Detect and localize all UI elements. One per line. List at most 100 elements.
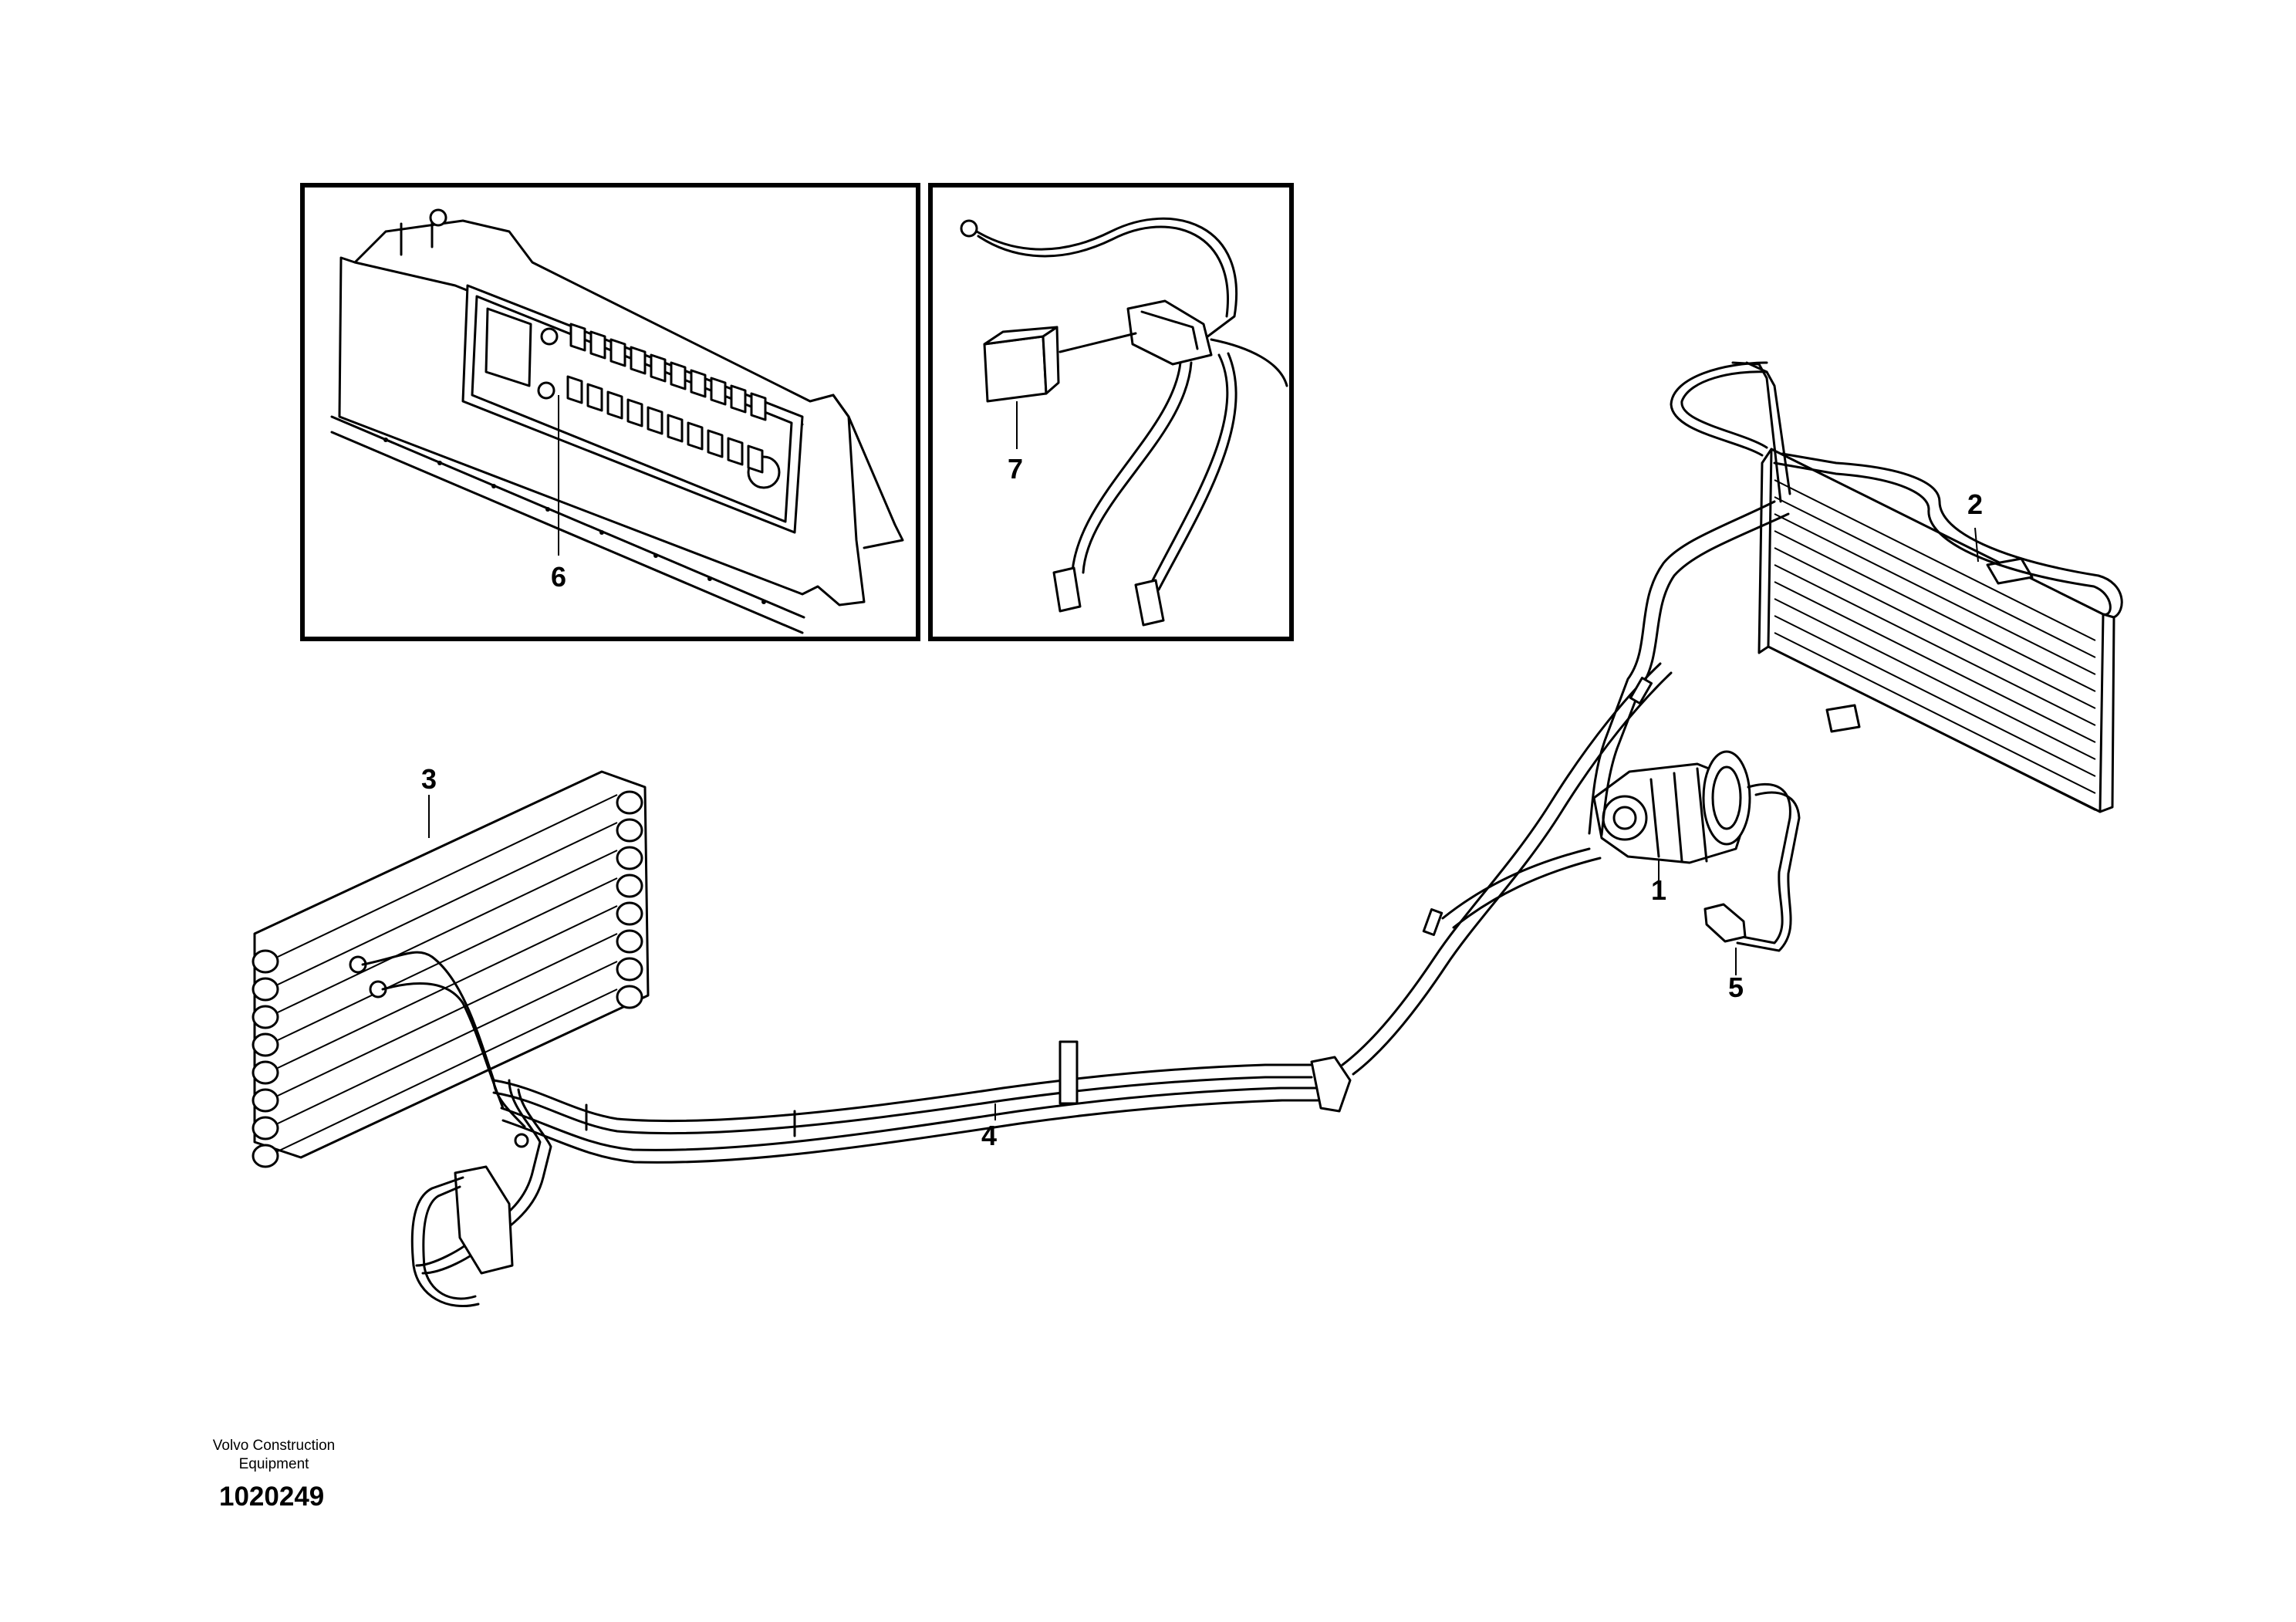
- rocker-switch: [707, 429, 724, 458]
- evaporator-tube: [277, 933, 618, 1097]
- rocker-switch: [667, 414, 684, 443]
- callout-4: 4: [981, 1120, 998, 1151]
- harness-wire-left: [1071, 361, 1182, 573]
- connector-plug-right: [1134, 579, 1165, 627]
- rivet: [599, 530, 604, 535]
- condenser-pipe-loop: [1680, 370, 1768, 449]
- document-number: 1020249: [219, 1482, 325, 1512]
- clutch-wire: [1733, 782, 1791, 944]
- main-hose-line: [492, 1040, 1352, 1164]
- switch-panel: [383, 284, 804, 604]
- rocker-switch: [626, 398, 643, 427]
- brand-line-1: Volvo Construction: [212, 1438, 336, 1454]
- rocker-switch: [747, 444, 764, 474]
- evaporator-assembly: [252, 770, 650, 1308]
- rivet: [761, 600, 766, 604]
- callout-2: 2: [1967, 488, 1984, 520]
- compressor-assembly: [1592, 750, 1801, 975]
- receiver-drier: [454, 1165, 514, 1275]
- evaporator-tube: [277, 822, 618, 985]
- callout-3: 3: [421, 763, 437, 795]
- condenser-core: [1767, 448, 2105, 813]
- condenser-fin: [1774, 564, 2096, 726]
- harness-wire-right: [1148, 353, 1229, 588]
- rocker-switch: [586, 383, 603, 412]
- condenser-fin: [1774, 479, 2096, 641]
- tube-bend-icon: [616, 957, 643, 982]
- tube-bend-icon: [616, 818, 643, 843]
- rivet: [491, 484, 496, 488]
- hose-union: [1310, 1056, 1352, 1113]
- rocker-switch: [690, 369, 707, 398]
- condenser-assembly: [1670, 361, 2123, 813]
- callout-7: 7: [1008, 453, 1024, 485]
- condenser-fin: [1774, 547, 2096, 709]
- evaporator-tubes: [252, 790, 643, 1168]
- rivet: [707, 576, 712, 581]
- ground-wire: [975, 217, 1237, 341]
- indicator-icon: [540, 327, 559, 346]
- inset-relay-harness: [928, 183, 1294, 641]
- callout-5: 5: [1728, 972, 1744, 1003]
- rocker-switch: [566, 375, 583, 404]
- compressor-pulley: [1702, 750, 1751, 846]
- rocker-switch: [650, 353, 667, 383]
- connector-plug-left: [1052, 566, 1082, 613]
- hose-clip-upper: [1629, 677, 1653, 705]
- switch-6-indicator-icon: [537, 381, 555, 400]
- relay-socket: [1126, 299, 1213, 366]
- rocker-switch: [609, 338, 626, 367]
- brand-line-2: Equipment: [238, 1456, 309, 1472]
- tube-bend-icon: [252, 977, 279, 1002]
- tube-bend-icon: [252, 1032, 279, 1057]
- ring-terminal-icon: [960, 219, 978, 238]
- rocker-switch: [710, 377, 727, 406]
- tube-bend-icon: [252, 949, 279, 974]
- evaporator-tube: [277, 877, 618, 1041]
- evaporator-tube: [277, 961, 618, 1124]
- tube-bend-icon: [616, 846, 643, 870]
- relay-leader: [1059, 332, 1137, 353]
- rocker-switch: [589, 330, 606, 360]
- rocker-switch: [606, 390, 623, 420]
- callout-1: 1: [1651, 874, 1667, 906]
- rocker-switch: [730, 384, 747, 414]
- hose-clip-mid: [1422, 908, 1443, 936]
- rivet: [653, 553, 658, 558]
- refrigerant-lines-upper: [1341, 500, 1790, 1076]
- condenser-fin: [1774, 530, 2096, 692]
- callout-6: 6: [551, 561, 567, 593]
- console-knob-icon: [429, 208, 447, 227]
- rocker-switch: [750, 392, 767, 421]
- switch-row-lower: [566, 375, 764, 474]
- rocker-switch: [630, 346, 647, 375]
- tube-bend-icon: [252, 1005, 279, 1029]
- rocker-switch: [670, 361, 687, 390]
- tube-bend-icon: [252, 1060, 279, 1085]
- condenser-bracket-bottom: [1825, 704, 1861, 733]
- evaporator-core: [253, 770, 650, 1159]
- condenser-fin: [1774, 598, 2096, 760]
- brand-caption: Volvo Construction Equipment: [162, 1437, 386, 1474]
- condenser-fin: [1774, 513, 2096, 675]
- evaporator-tube: [277, 988, 618, 1152]
- rocker-switch: [727, 437, 744, 466]
- condenser-fin: [1774, 615, 2096, 777]
- condenser-fin: [1774, 632, 2096, 794]
- evaporator-tube: [277, 905, 618, 1069]
- evaporator-tube: [277, 850, 618, 1013]
- condenser-fin: [1774, 581, 2096, 743]
- hose-clamp: [1059, 1040, 1079, 1105]
- switch-row-upper: [569, 323, 767, 421]
- rivet: [437, 461, 442, 465]
- inset-control-panel: [300, 183, 920, 641]
- panel-display: [485, 307, 532, 387]
- tube-bend-icon: [616, 929, 643, 954]
- rail-rivets: [383, 438, 766, 604]
- tube-bend-icon: [616, 901, 643, 926]
- rivet: [383, 438, 388, 442]
- tube-bend-icon: [252, 1088, 279, 1113]
- rivet: [545, 507, 550, 512]
- condenser-fin: [1774, 496, 2096, 658]
